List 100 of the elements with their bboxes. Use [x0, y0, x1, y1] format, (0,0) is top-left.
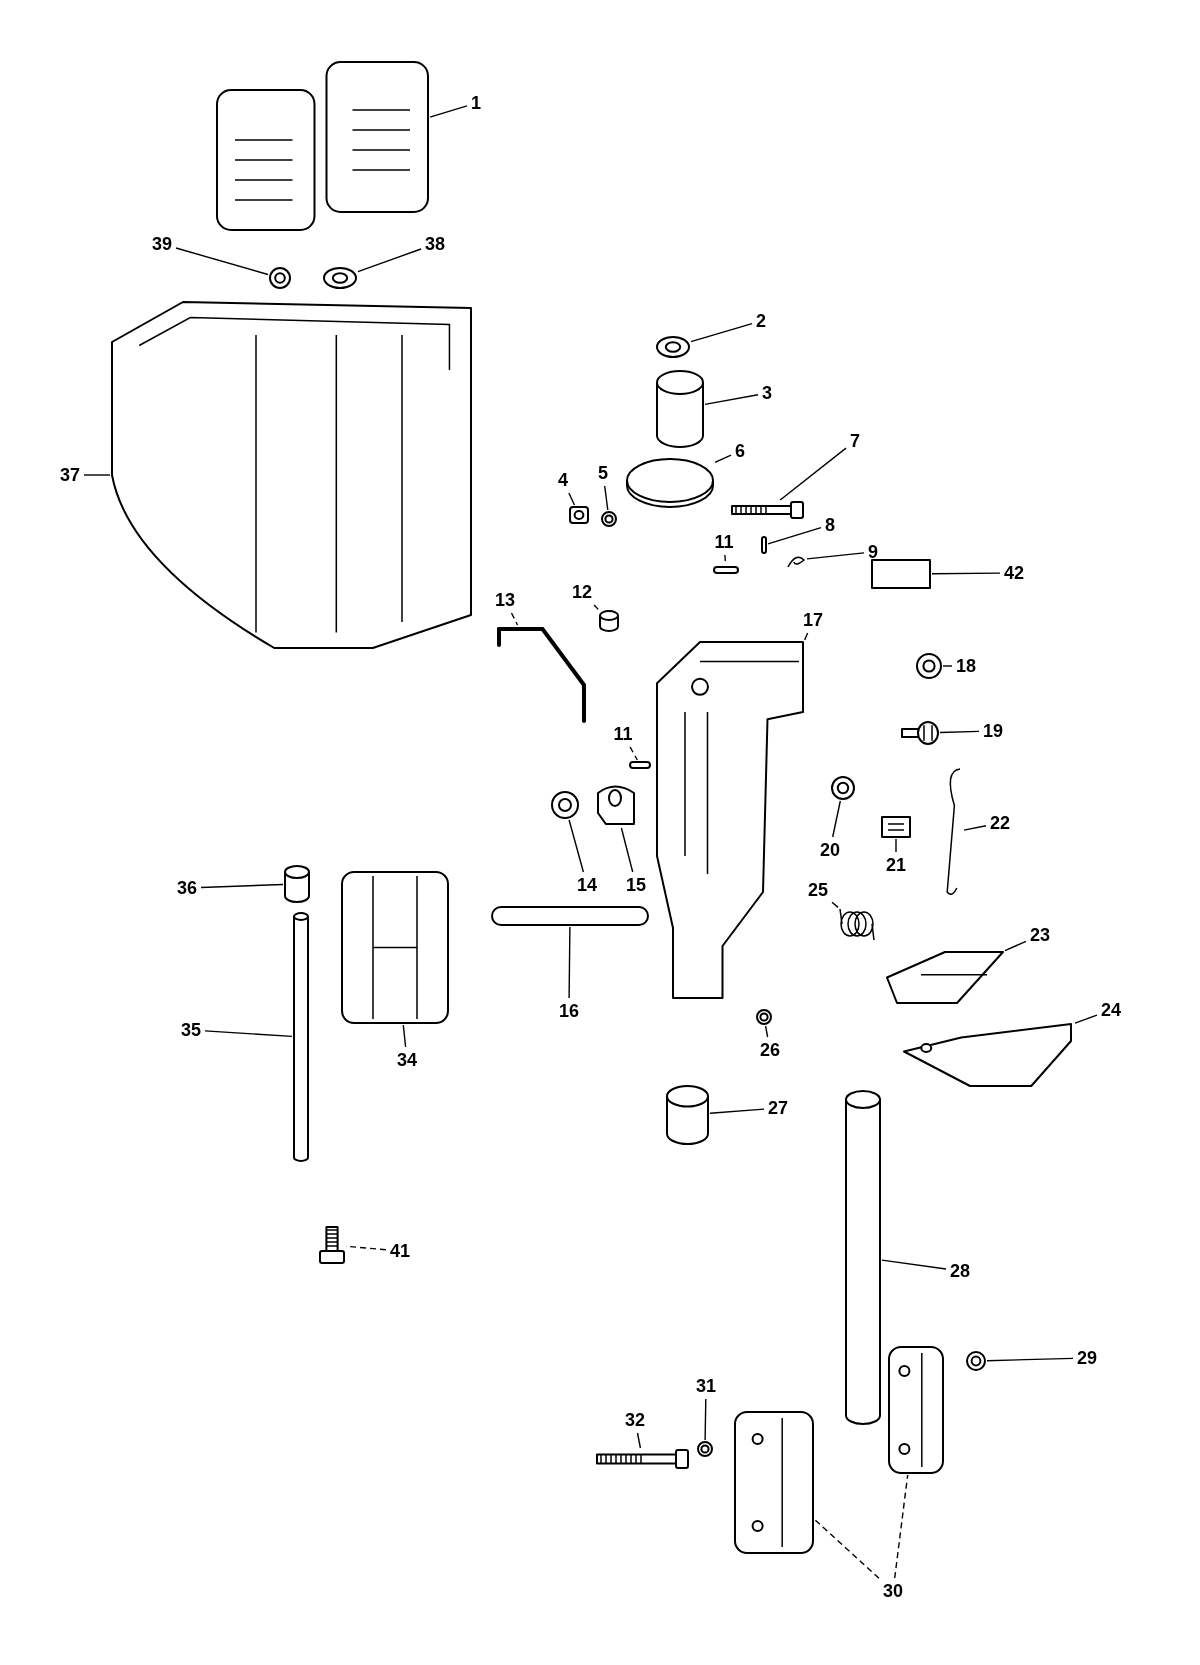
leader-line: [204, 1030, 293, 1038]
callout-number: 17: [802, 610, 824, 630]
clamp-half-drawing: [733, 1410, 815, 1555]
leader-line: [942, 665, 953, 667]
steering-tube-drawing: [844, 1090, 882, 1425]
swivel-bracket-drawing: [655, 640, 805, 1000]
leader-line: [1074, 1014, 1098, 1024]
washer-drawing: [655, 335, 691, 359]
leader-line: [510, 612, 519, 626]
leader-line: [894, 1474, 909, 1579]
leader-line: [357, 248, 422, 273]
plug-drawing: [268, 266, 292, 290]
leader-line: [714, 454, 732, 464]
callout-number: 11: [713, 532, 735, 552]
callout-number: 14: [576, 875, 598, 895]
callout-number: 27: [767, 1098, 789, 1118]
callout-number: 9: [867, 542, 879, 562]
nut-drawing: [568, 505, 590, 525]
callout-number: 4: [557, 470, 569, 490]
latch-plate-drawing: [885, 950, 1005, 1005]
housing-drawing: [110, 300, 475, 650]
callout-number: 20: [819, 840, 841, 860]
callout-number: 15: [625, 875, 647, 895]
callout-number: 6: [734, 441, 746, 461]
clamp-half-drawing: [887, 1345, 945, 1475]
bolt-drawing: [595, 1448, 690, 1470]
callout-number: 39: [151, 234, 173, 254]
bushing-drawing: [283, 865, 311, 903]
callout-number: 16: [558, 1001, 580, 1021]
callout-number: 8: [824, 515, 836, 535]
leader-line: [895, 838, 897, 853]
leader-line: [831, 901, 839, 909]
pivot-pin-drawing: [490, 905, 650, 927]
pin-drawing: [712, 565, 740, 575]
callout-number: 2: [755, 311, 767, 331]
callout-number: 35: [180, 1020, 202, 1040]
leader-line: [629, 746, 638, 761]
leader-line: [814, 1519, 880, 1579]
leader-line: [636, 1432, 642, 1449]
leader-line: [429, 105, 468, 118]
leader-line: [767, 527, 822, 545]
leader-line: [963, 825, 987, 831]
bushing-drawing: [598, 610, 620, 632]
callout-number: 5: [597, 463, 609, 483]
leader-line: [175, 247, 269, 276]
bolt-drawing: [730, 500, 805, 520]
callout-number: 28: [949, 1261, 971, 1281]
plate-drawing: [880, 815, 912, 839]
leader-line: [568, 926, 571, 999]
callout-number: 31: [695, 1376, 717, 1396]
leader-line: [779, 447, 847, 501]
leader-line: [620, 827, 634, 873]
callout-number: 42: [1003, 563, 1025, 583]
callout-number: 7: [849, 431, 861, 451]
clamp-ring-drawing: [625, 458, 715, 508]
decal-drawing: [870, 558, 932, 590]
leader-line: [704, 1398, 707, 1441]
leader-line: [604, 485, 609, 511]
screw-drawing: [755, 1008, 773, 1026]
nut-drawing: [322, 266, 358, 290]
leader-line: [704, 394, 759, 406]
leader-line: [939, 730, 980, 734]
callout-number: 12: [571, 582, 593, 602]
leader-line: [832, 800, 841, 838]
knob-drawing: [900, 720, 940, 746]
callout-number: 22: [989, 813, 1011, 833]
leader-line: [568, 492, 576, 506]
callout-number: 37: [59, 465, 81, 485]
pin-drawing: [760, 535, 768, 555]
leader-line: [1004, 940, 1027, 952]
washer-drawing: [965, 1350, 987, 1372]
callout-number: 19: [982, 721, 1004, 741]
callout-number: 30: [882, 1581, 904, 1601]
leader-line: [200, 883, 284, 889]
washer-drawing: [915, 652, 943, 680]
leader-line: [83, 474, 111, 476]
leader-line: [568, 819, 585, 873]
callout-number: 18: [955, 656, 977, 676]
mount-pad-drawing: [340, 870, 450, 1025]
leader-line: [690, 323, 753, 343]
callout-number: 38: [424, 234, 446, 254]
leader-line: [804, 632, 809, 641]
callout-number: 21: [885, 855, 907, 875]
callout-number: 34: [396, 1050, 418, 1070]
callout-number: 23: [1029, 925, 1051, 945]
rod-drawing: [292, 912, 310, 1162]
leader-line: [881, 1259, 947, 1270]
leader-line: [931, 572, 1001, 575]
leader-line: [709, 1108, 765, 1114]
callout-number: 24: [1100, 1000, 1122, 1020]
pin-drawing: [628, 760, 652, 770]
callout-number: 13: [494, 590, 516, 610]
washer-drawing: [830, 775, 856, 801]
callout-number: 36: [176, 878, 198, 898]
leader-line: [402, 1024, 407, 1048]
washer-drawing: [600, 510, 618, 528]
tilt-handle-drawing: [900, 1020, 1075, 1090]
leader-line: [593, 604, 600, 611]
sleeve-drawing: [655, 370, 705, 448]
callout-number: 41: [389, 1241, 411, 1261]
